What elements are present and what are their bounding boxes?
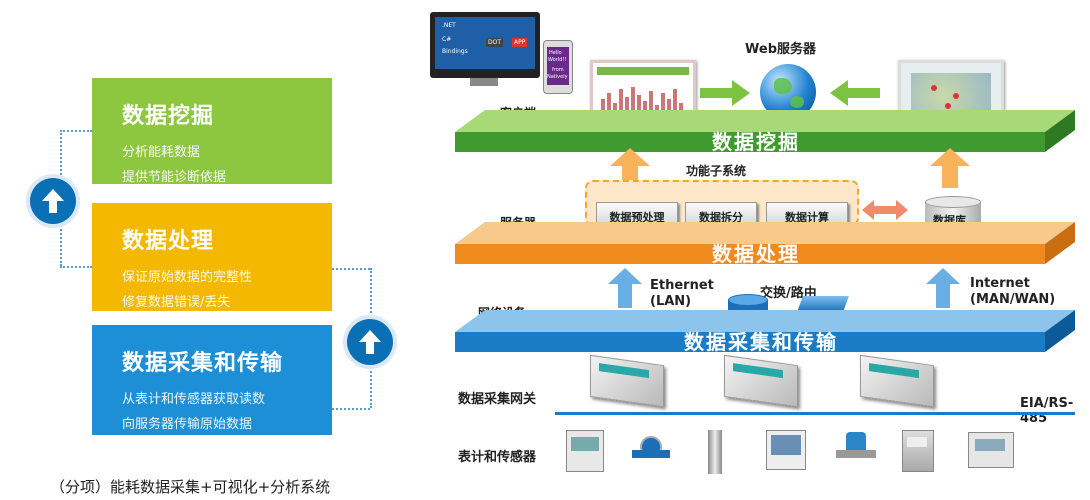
phone-label: World!! [548,57,567,63]
gateway-device [590,354,664,408]
band-label-processing: 数据处理 [712,242,800,266]
card-data-collection: 数据采集和传输 从表计和传感器获取读数 向服务器传输原始数据 [92,325,332,435]
label-web-server: Web服务器 [745,42,816,57]
label-internet-line: Internet [970,276,1030,291]
connector-line [60,130,92,132]
ultrasonic-meter-icon [968,432,1014,468]
arrow-left-icon [830,80,880,106]
card-line: 提供节能诊断依据 [122,170,227,185]
up-arrow-icon [347,319,393,365]
band-label-mining: 数据挖掘 [712,130,800,154]
card-title: 数据采集和传输 [122,351,284,376]
card-line: 从表计和传感器获取读数 [122,392,266,407]
caption: （分项）能耗数据采集+可视化+分析系统 [50,478,331,496]
monitor-label: .NET [442,22,456,29]
monitor-label: Bindings [442,48,468,55]
card-title: 数据挖掘 [122,104,215,129]
card-data-processing: 数据处理 保证原始数据的完整性 修复数据错误/丢失 [92,203,332,311]
bus-line [555,412,1075,415]
band-mining [455,110,1075,152]
card-desc: 分析能耗数据 提供节能诊断依据 [122,140,332,190]
double-arrow-icon [862,200,908,220]
up-arrow-icon [30,178,76,224]
label-gateway: 数据采集网关 [458,392,537,407]
monitor-icon: .NET C# Bindings DOT APP [430,12,540,78]
phone-label: Hello [549,50,562,56]
power-meter-icon [566,430,604,472]
band-processing [455,222,1075,264]
label-meters-sensors: 表计和传感器 [458,450,537,465]
label-bus: EIA/RS-485 [1020,396,1074,426]
label-ethernet: Ethernet (LAN) [650,278,714,310]
label-function-subsystem: 功能子系统 [686,164,747,178]
label-ethernet-line: (LAN) [650,294,692,309]
up-arrow-icon [610,148,650,188]
up-arrow-icon [930,148,970,188]
card-title: 数据处理 [122,229,215,254]
heat-meter-icon [836,432,876,466]
phone-label: Natively [547,74,568,80]
label-internet: Internet (MAN/WAN) [970,276,1055,308]
water-meter-icon [632,436,670,468]
card-line: 保证原始数据的完整性 [122,270,253,285]
gateway-device [860,354,934,408]
digital-meter-icon [766,430,806,470]
connector-line [332,268,370,270]
card-data-mining: 数据挖掘 分析能耗数据 提供节能诊断依据 [92,78,332,185]
card-line: 分析能耗数据 [122,145,201,160]
band-label-collection: 数据采集和传输 [684,330,838,354]
connector-line [332,408,370,410]
connector-line [60,266,92,268]
card-line: 向服务器传输原始数据 [122,417,253,432]
monitor-stand [470,78,498,86]
gas-meter-icon [902,430,934,472]
card-desc: 保证原始数据的完整性 修复数据错误/丢失 [122,265,332,315]
up-arrow-icon [926,268,960,308]
card-line: 修复数据错误/丢失 [122,295,231,310]
up-arrow-icon [608,268,642,308]
band-collection [455,310,1075,352]
arrow-right-icon [700,80,750,106]
monitor-label: DOT [486,38,504,47]
monitor-label: APP [512,38,528,47]
gateway-device [724,354,798,408]
monitor-label: C# [442,36,452,43]
card-desc: 从表计和传感器获取读数 向服务器传输原始数据 [122,387,332,437]
label-internet-line: (MAN/WAN) [970,292,1056,307]
flow-meter-icon [708,430,722,474]
phone-label: from [552,67,564,73]
phone-icon: Hello World!! from Natively [543,40,573,94]
label-ethernet-line: Ethernet [650,278,714,293]
